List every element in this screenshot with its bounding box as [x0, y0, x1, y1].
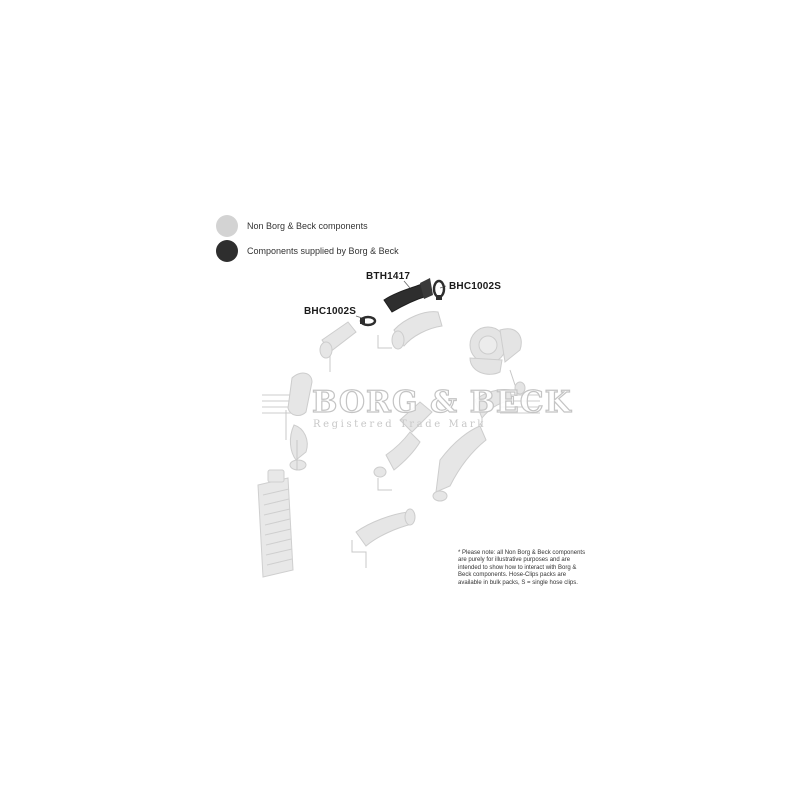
legend-swatch-dark	[216, 240, 238, 262]
hose-clip-left	[359, 315, 377, 327]
part-label-clip-right: BHC1002S	[449, 281, 502, 292]
legend-label: Components supplied by Borg & Beck	[247, 246, 399, 256]
brand-watermark-sub: Registered Trade Mark	[313, 419, 486, 430]
outlet-pipe-ghost	[432, 389, 513, 502]
left-pipe-chain	[287, 321, 357, 471]
legend-item-bb: Components supplied by Borg & Beck	[216, 240, 399, 262]
legend-item-non-bb: Non Borg & Beck components	[216, 215, 368, 237]
bottom-hose-ghost	[355, 508, 416, 547]
hose-clip-right	[432, 279, 446, 300]
intercooler	[257, 469, 294, 578]
center-pipe-ghost	[373, 401, 433, 478]
brand-watermark: BORG & BECK	[311, 384, 572, 420]
disclaimer-note: * Please note: all Non Borg & Beck compo…	[458, 550, 586, 586]
intake-hose-ghost	[391, 311, 443, 350]
part-label-hose: BTH1417	[366, 271, 411, 282]
legend-label: Non Borg & Beck components	[247, 221, 368, 231]
part-label-clip-left: BHC1002S	[304, 306, 357, 317]
turbocharger	[469, 326, 522, 375]
legend-swatch-light	[216, 215, 238, 237]
hose-bth1417	[383, 278, 433, 313]
